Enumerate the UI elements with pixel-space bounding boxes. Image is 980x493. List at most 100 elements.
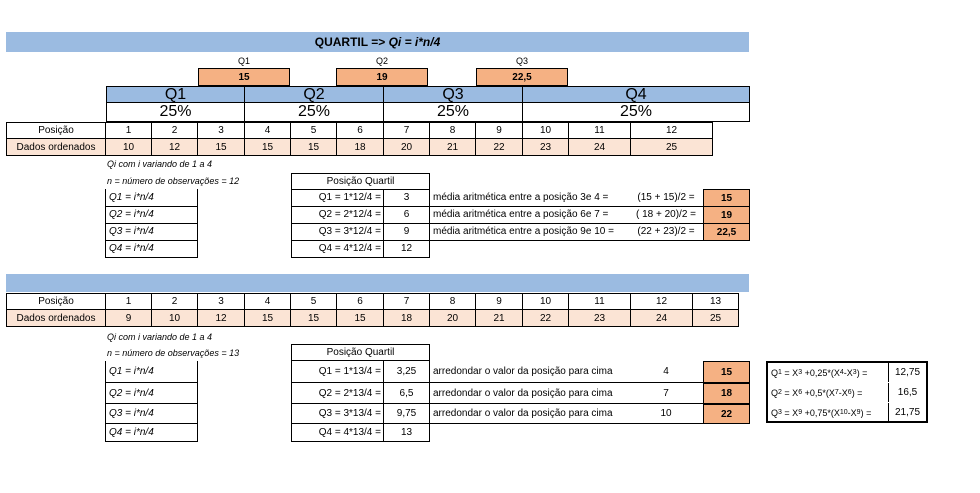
quart-header-q2: Q2 xyxy=(244,86,384,103)
s2-data-cell[interactable]: 9 xyxy=(105,309,152,327)
s2-calc-value[interactable]: 13 xyxy=(383,424,430,442)
s1-calc-label: Q2 = 2*12/4 = xyxy=(291,206,384,224)
s1-result[interactable]: 22,5 xyxy=(703,223,750,241)
s1-explanation: média aritmética entre a posição 9e 10 = xyxy=(430,223,630,241)
s1-position-cell[interactable]: 10 xyxy=(522,122,569,139)
s2-position-cell[interactable]: 1 xyxy=(105,293,152,310)
s1-result[interactable]: 19 xyxy=(703,206,750,224)
s2-position-cell[interactable]: 2 xyxy=(151,293,198,310)
s1-position-cell[interactable]: 2 xyxy=(151,122,198,139)
s2-result[interactable]: 18 xyxy=(703,383,750,404)
s2-position-cell[interactable]: 5 xyxy=(290,293,337,310)
s2-data-cell[interactable]: 21 xyxy=(475,309,523,327)
s1-position-cell[interactable]: 6 xyxy=(336,122,384,139)
s2-position-cell[interactable]: 13 xyxy=(692,293,739,310)
s1-position-cell[interactable]: 11 xyxy=(568,122,631,139)
s1-dados-label: Dados ordenados xyxy=(6,138,106,156)
s2-data-cell[interactable]: 15 xyxy=(290,309,337,327)
s1-data-cell[interactable]: 23 xyxy=(522,138,569,156)
s2-data-cell[interactable]: 25 xyxy=(692,309,739,327)
s1-data-cell[interactable]: 22 xyxy=(475,138,523,156)
quart-header-q3: Q3 xyxy=(383,86,523,103)
sheet-title: QUARTIL => Qi = i*n/4 xyxy=(6,32,749,52)
s1-calc-label: Q3 = 3*12/4 = xyxy=(291,223,384,241)
s2-data-cell[interactable]: 22 xyxy=(522,309,569,327)
s2-data-cell[interactable]: 10 xyxy=(151,309,198,327)
s2-rounded-position[interactable]: 7 xyxy=(628,383,704,404)
s2-rounded-position[interactable]: 4 xyxy=(628,361,704,383)
s1-calc-value[interactable]: 6 xyxy=(383,206,430,224)
s2-position-cell[interactable]: 9 xyxy=(475,293,523,310)
s1-data-cell[interactable]: 25 xyxy=(630,138,713,156)
s1-data-cell[interactable]: 10 xyxy=(105,138,152,156)
s2-note-n: n = número de observações = 13 xyxy=(107,348,240,358)
top-value-q2[interactable]: 19 xyxy=(336,68,428,86)
s2-rounded-position[interactable]: 10 xyxy=(628,404,704,424)
s1-position-cell[interactable]: 9 xyxy=(475,122,523,139)
s2-formula: Q2 = i*n/4 xyxy=(105,383,198,404)
s1-position-cell[interactable]: 4 xyxy=(244,122,291,139)
s2-position-cell[interactable]: 6 xyxy=(336,293,384,310)
s1-position-cell[interactable]: 1 xyxy=(105,122,152,139)
section2-bar xyxy=(6,274,749,292)
s1-position-cell[interactable]: 5 xyxy=(290,122,337,139)
s2-position-cell[interactable]: 4 xyxy=(244,293,291,310)
s1-note-i: Qi com i variando de 1 a 4 xyxy=(107,159,213,169)
interp-value-q3[interactable]: 21,75 xyxy=(888,403,926,422)
quart-percent-q4: 25% xyxy=(522,102,750,122)
top-value-q3[interactable]: 22,5 xyxy=(476,68,568,86)
title-bar xyxy=(6,32,749,52)
s1-data-cell[interactable]: 18 xyxy=(336,138,384,156)
quart-percent-q1: 25% xyxy=(106,102,245,122)
quart-header-q4: Q4 xyxy=(522,86,750,103)
s1-expression: (15 + 15)/2 = xyxy=(628,189,704,207)
s2-formula: Q1 = i*n/4 xyxy=(105,361,198,383)
s2-calc-value[interactable]: 6,5 xyxy=(383,383,430,404)
s2-calc-value[interactable]: 9,75 xyxy=(383,404,430,424)
s1-calc-value[interactable]: 3 xyxy=(383,189,430,207)
s2-data-cell[interactable]: 18 xyxy=(383,309,430,327)
interp-value-q1[interactable]: 12,75 xyxy=(888,363,926,382)
s2-position-cell[interactable]: 7 xyxy=(383,293,430,310)
s1-expression: ( 18 + 20)/2 = xyxy=(628,206,704,224)
s1-note-n: n = número de observações = 12 xyxy=(107,176,240,186)
s1-calc-value[interactable]: 12 xyxy=(383,240,430,258)
s1-data-cell[interactable]: 20 xyxy=(383,138,430,156)
s2-data-cell[interactable]: 23 xyxy=(568,309,631,327)
s1-calc-value[interactable]: 9 xyxy=(383,223,430,241)
s2-position-cell[interactable]: 11 xyxy=(568,293,631,310)
s1-position-cell[interactable]: 12 xyxy=(630,122,713,139)
s1-data-cell[interactable]: 21 xyxy=(429,138,476,156)
s1-formula: Q3 = i*n/4 xyxy=(105,223,198,241)
s2-data-cell[interactable]: 24 xyxy=(630,309,693,327)
s1-data-cell[interactable]: 15 xyxy=(197,138,245,156)
interp-value-q2[interactable]: 16,5 xyxy=(888,383,926,402)
s2-formula: Q4 = i*n/4 xyxy=(105,424,198,442)
s2-data-cell[interactable]: 20 xyxy=(429,309,476,327)
s2-result[interactable]: 22 xyxy=(703,404,750,424)
s2-position-cell[interactable]: 10 xyxy=(522,293,569,310)
s1-data-cell[interactable]: 15 xyxy=(244,138,291,156)
s2-posicao-quartil-header: Posição Quartil xyxy=(291,344,430,361)
s2-data-cell[interactable]: 12 xyxy=(197,309,245,327)
s1-data-cell[interactable]: 15 xyxy=(290,138,337,156)
s1-calc-label: Q4 = 4*12/4 = xyxy=(291,240,384,258)
s2-position-cell[interactable]: 8 xyxy=(429,293,476,310)
s2-data-cell[interactable]: 15 xyxy=(336,309,384,327)
s1-data-cell[interactable]: 12 xyxy=(151,138,198,156)
s2-explanation: arredondar o valor da posição para cima xyxy=(430,404,630,424)
s1-position-cell[interactable]: 3 xyxy=(197,122,245,139)
s2-position-cell[interactable]: 3 xyxy=(197,293,245,310)
s2-calc-value[interactable]: 3,25 xyxy=(383,361,430,383)
s1-explanation: média aritmética entre a posição 3e 4 = xyxy=(430,189,630,207)
top-value-q1[interactable]: 15 xyxy=(198,68,290,86)
s1-position-cell[interactable]: 8 xyxy=(429,122,476,139)
s2-result[interactable]: 15 xyxy=(703,361,750,383)
s1-result[interactable]: 15 xyxy=(703,189,750,207)
s2-calc-label: Q4 = 4*13/4 = xyxy=(291,424,384,442)
s2-position-cell[interactable]: 12 xyxy=(630,293,693,310)
s1-data-cell[interactable]: 24 xyxy=(568,138,631,156)
s1-position-cell[interactable]: 7 xyxy=(383,122,430,139)
s2-data-cell[interactable]: 15 xyxy=(244,309,291,327)
